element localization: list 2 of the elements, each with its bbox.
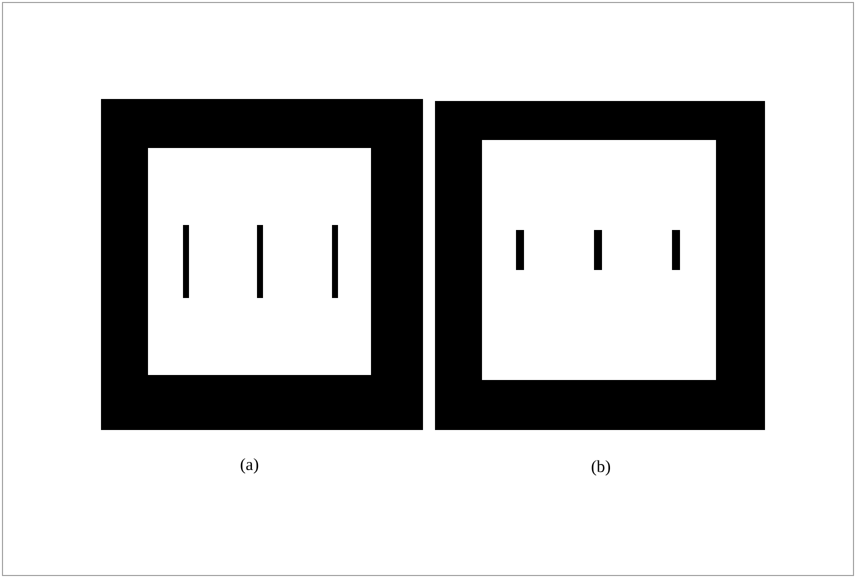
figure-label: (b) — [591, 458, 611, 475]
figure-label: (a) — [240, 456, 259, 473]
